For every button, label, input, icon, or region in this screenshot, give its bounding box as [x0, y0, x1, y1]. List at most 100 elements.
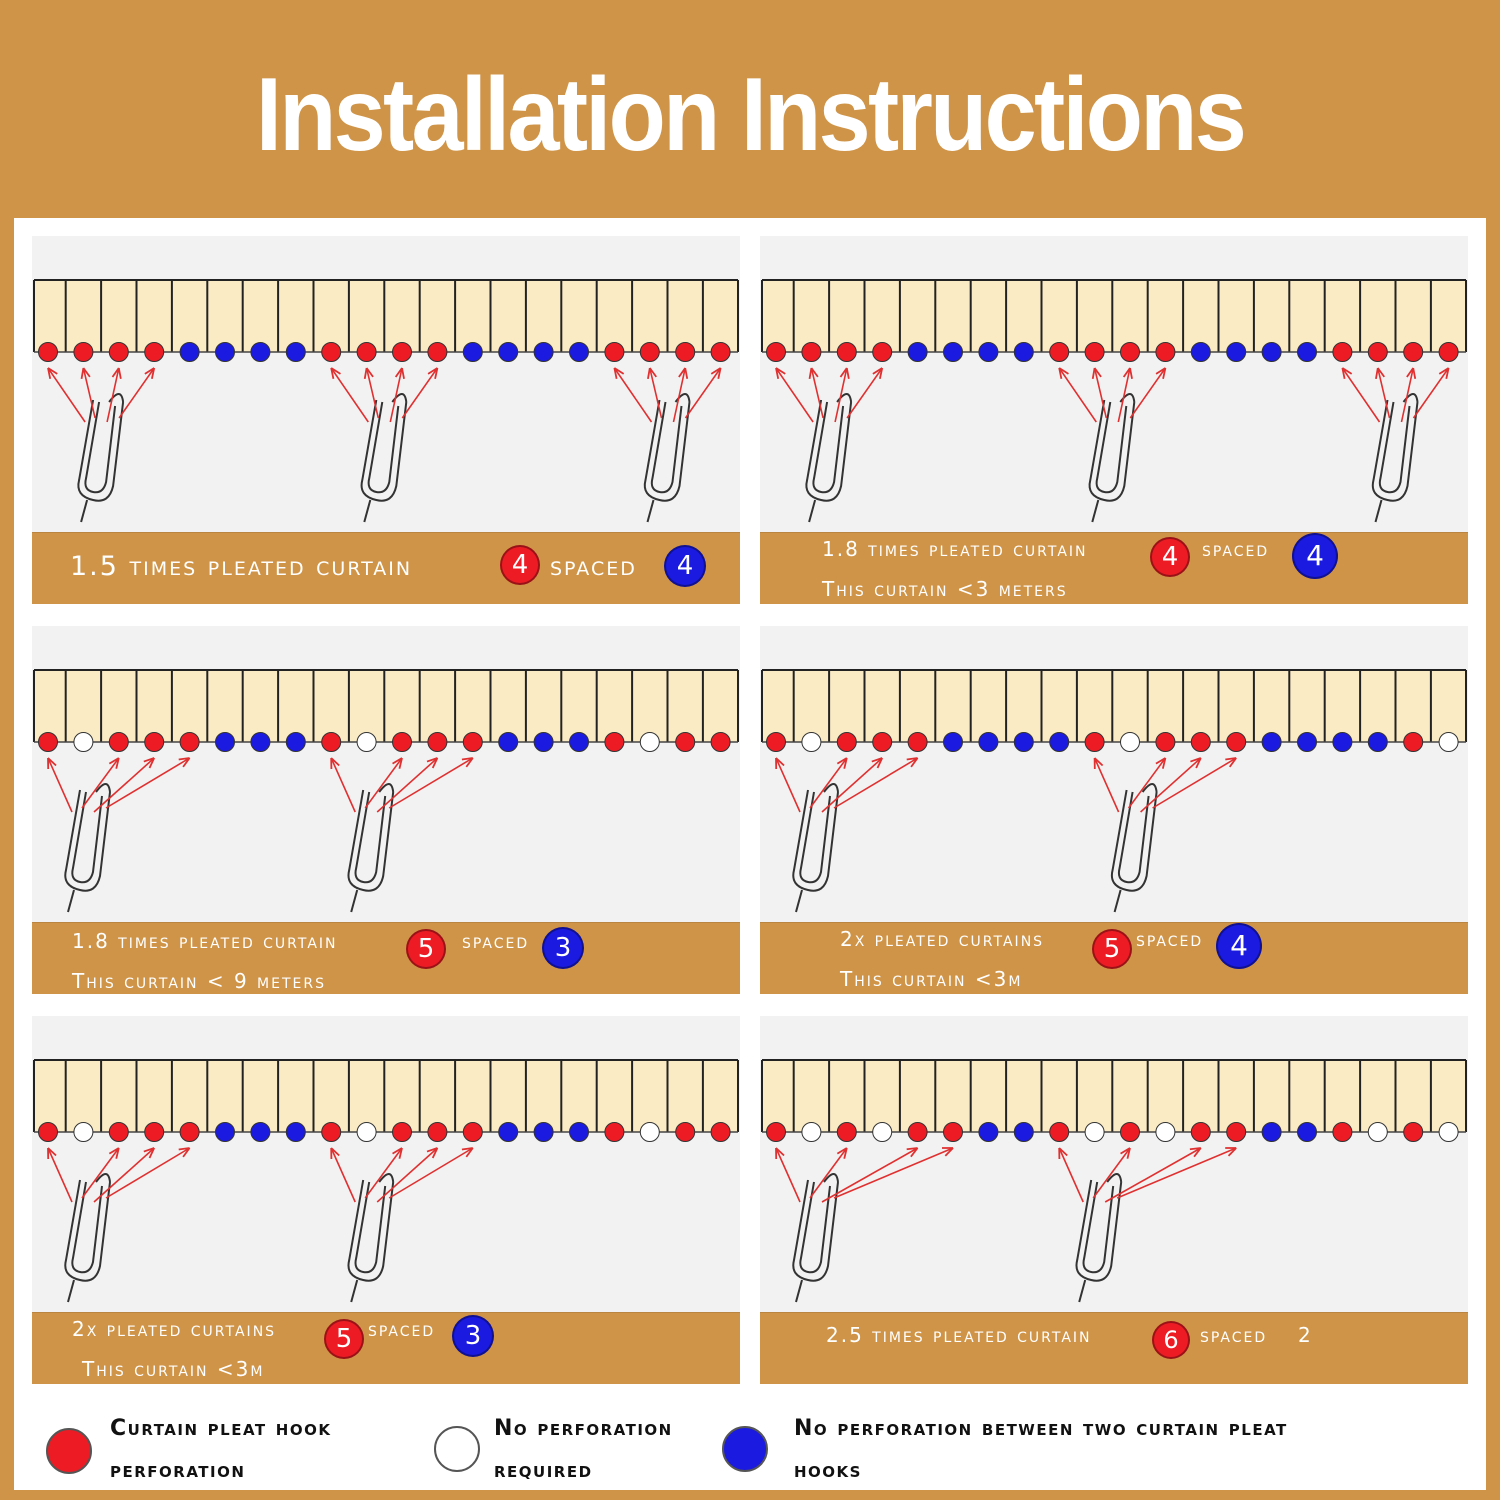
arrow-head — [330, 367, 341, 379]
arrow-head — [613, 367, 625, 379]
hook-arrow — [846, 367, 883, 419]
hook-perforation-dot — [1438, 342, 1459, 362]
hook-arrow — [106, 367, 120, 423]
hook-inner — [367, 401, 400, 494]
arrow-head — [461, 757, 474, 768]
hook-arrow — [364, 757, 403, 809]
hook-stem — [1091, 499, 1100, 523]
hook-outline — [792, 1179, 839, 1282]
spacing-count-badge: 4 — [1292, 533, 1338, 579]
diagram-panel-1-5x: 1.5 times pleated curtain 4 spaced 4 — [32, 236, 740, 604]
hook-inner — [1117, 791, 1150, 884]
hook-perforation-dot — [38, 732, 58, 752]
no-perforation-dot — [356, 1122, 377, 1142]
spacing-count-badge: 4 — [664, 545, 706, 587]
no-perforation-dot — [73, 1122, 94, 1142]
arrow-head — [1091, 367, 1102, 379]
arrow-head — [143, 757, 156, 769]
hook-arrow — [833, 1147, 954, 1199]
pleat-hook-icon — [643, 393, 691, 523]
pleat-diagram — [760, 626, 1468, 922]
no-perforation-dot — [1120, 732, 1140, 752]
no-perforation-dot — [1438, 1122, 1459, 1142]
legend-label-blue-2: hooks — [794, 1458, 862, 1483]
pleat-diagram — [760, 1016, 1468, 1312]
hook-perforation-dot — [321, 1122, 342, 1142]
no-perforation-between-hooks-dot — [1049, 732, 1070, 752]
hook-stem — [80, 499, 89, 523]
hook-perforation-dot — [766, 1122, 786, 1142]
hook-inner — [1082, 1181, 1115, 1274]
hook-perforation-dot — [836, 732, 857, 752]
hook-stem — [646, 499, 655, 523]
hook-arrow — [821, 1147, 918, 1203]
arrow-head — [330, 1147, 340, 1160]
legend-label-red: Curtain pleat hook — [110, 1416, 332, 1441]
hook-perforation-dot — [1226, 1122, 1247, 1142]
hook-inner — [1378, 401, 1411, 494]
hook-arrow — [1400, 367, 1414, 423]
hook-arrow — [834, 367, 848, 423]
arrow-head — [1341, 367, 1353, 379]
diagram-panel-2x-spaced-4: 2x pleated curtains 5 spaced 4 This curt… — [760, 626, 1468, 994]
hook-stem — [350, 889, 359, 913]
caption-subtext: This curtain <3 meters — [822, 577, 1068, 601]
no-perforation-between-hooks-dot — [943, 732, 963, 752]
hook-top — [378, 783, 395, 793]
no-perforation-between-hooks-dot — [1261, 342, 1282, 362]
hook-perforation-dot — [1332, 1122, 1353, 1142]
hook-perforation-dot — [604, 342, 625, 362]
hook-perforation-dot — [38, 342, 58, 362]
hook-arrow — [1152, 757, 1237, 809]
hook-outline — [1088, 399, 1136, 502]
hook-arrow — [649, 367, 663, 419]
no-perforation-between-hooks-dot — [215, 732, 235, 752]
no-perforation-between-hooks-dot — [1297, 732, 1317, 752]
hook-perforation-dot — [1049, 342, 1070, 362]
arrow-head — [1093, 757, 1104, 770]
no-perforation-between-hooks-dot — [250, 732, 271, 752]
hook-stem — [363, 499, 372, 523]
no-perforation-between-hooks-dot — [1013, 1122, 1034, 1142]
pleat-hook-icon — [77, 393, 125, 523]
spacing-count-badge: 3 — [452, 1315, 494, 1357]
hook-outline — [805, 399, 853, 502]
legend-red-dot — [46, 1428, 92, 1474]
hook-arrow — [672, 367, 686, 423]
hook-top — [823, 783, 839, 793]
hook-outline — [347, 1179, 395, 1282]
pleat-diagram — [32, 626, 740, 922]
arrow-head — [1122, 367, 1133, 379]
hook-perforation-dot — [462, 732, 483, 752]
hook-inner — [354, 1181, 387, 1274]
arrow-head — [775, 367, 786, 379]
arrow-head — [1190, 757, 1202, 769]
spacing-count: 2 — [1298, 1323, 1313, 1347]
spaced-label: spaced — [1200, 1323, 1268, 1347]
arrow-head — [775, 757, 785, 770]
hook-perforation-dot — [1120, 1122, 1140, 1142]
hook-count-badge: 5 — [406, 929, 446, 969]
hook-inner — [650, 401, 683, 494]
hook-stem — [67, 889, 75, 913]
arrow-head — [178, 757, 191, 768]
hook-outline — [1110, 789, 1158, 892]
arrow-head — [80, 367, 91, 379]
no-perforation-between-hooks-dot — [1226, 342, 1247, 362]
hook-perforation-dot — [38, 1122, 58, 1142]
caption-text: 1.8 times pleated curtain — [72, 929, 338, 953]
hook-perforation-dot — [1403, 342, 1424, 362]
spaced-label: spaced — [1136, 927, 1204, 951]
hook-arrow — [821, 757, 883, 813]
no-perforation-between-hooks-dot — [179, 342, 200, 362]
arrow-head — [47, 367, 58, 379]
pleat-hook-icon — [792, 1173, 839, 1303]
arrow-head — [1058, 1147, 1068, 1160]
hook-top — [1141, 783, 1158, 793]
hook-arrow — [1117, 367, 1131, 423]
hook-perforation-dot — [392, 1122, 412, 1142]
caption-band: 1.8 times pleated curtain 4 spaced 4 Thi… — [760, 532, 1468, 604]
hook-stem — [795, 1279, 803, 1303]
hook-arrow — [775, 757, 801, 813]
hook-arrow — [93, 1147, 155, 1203]
